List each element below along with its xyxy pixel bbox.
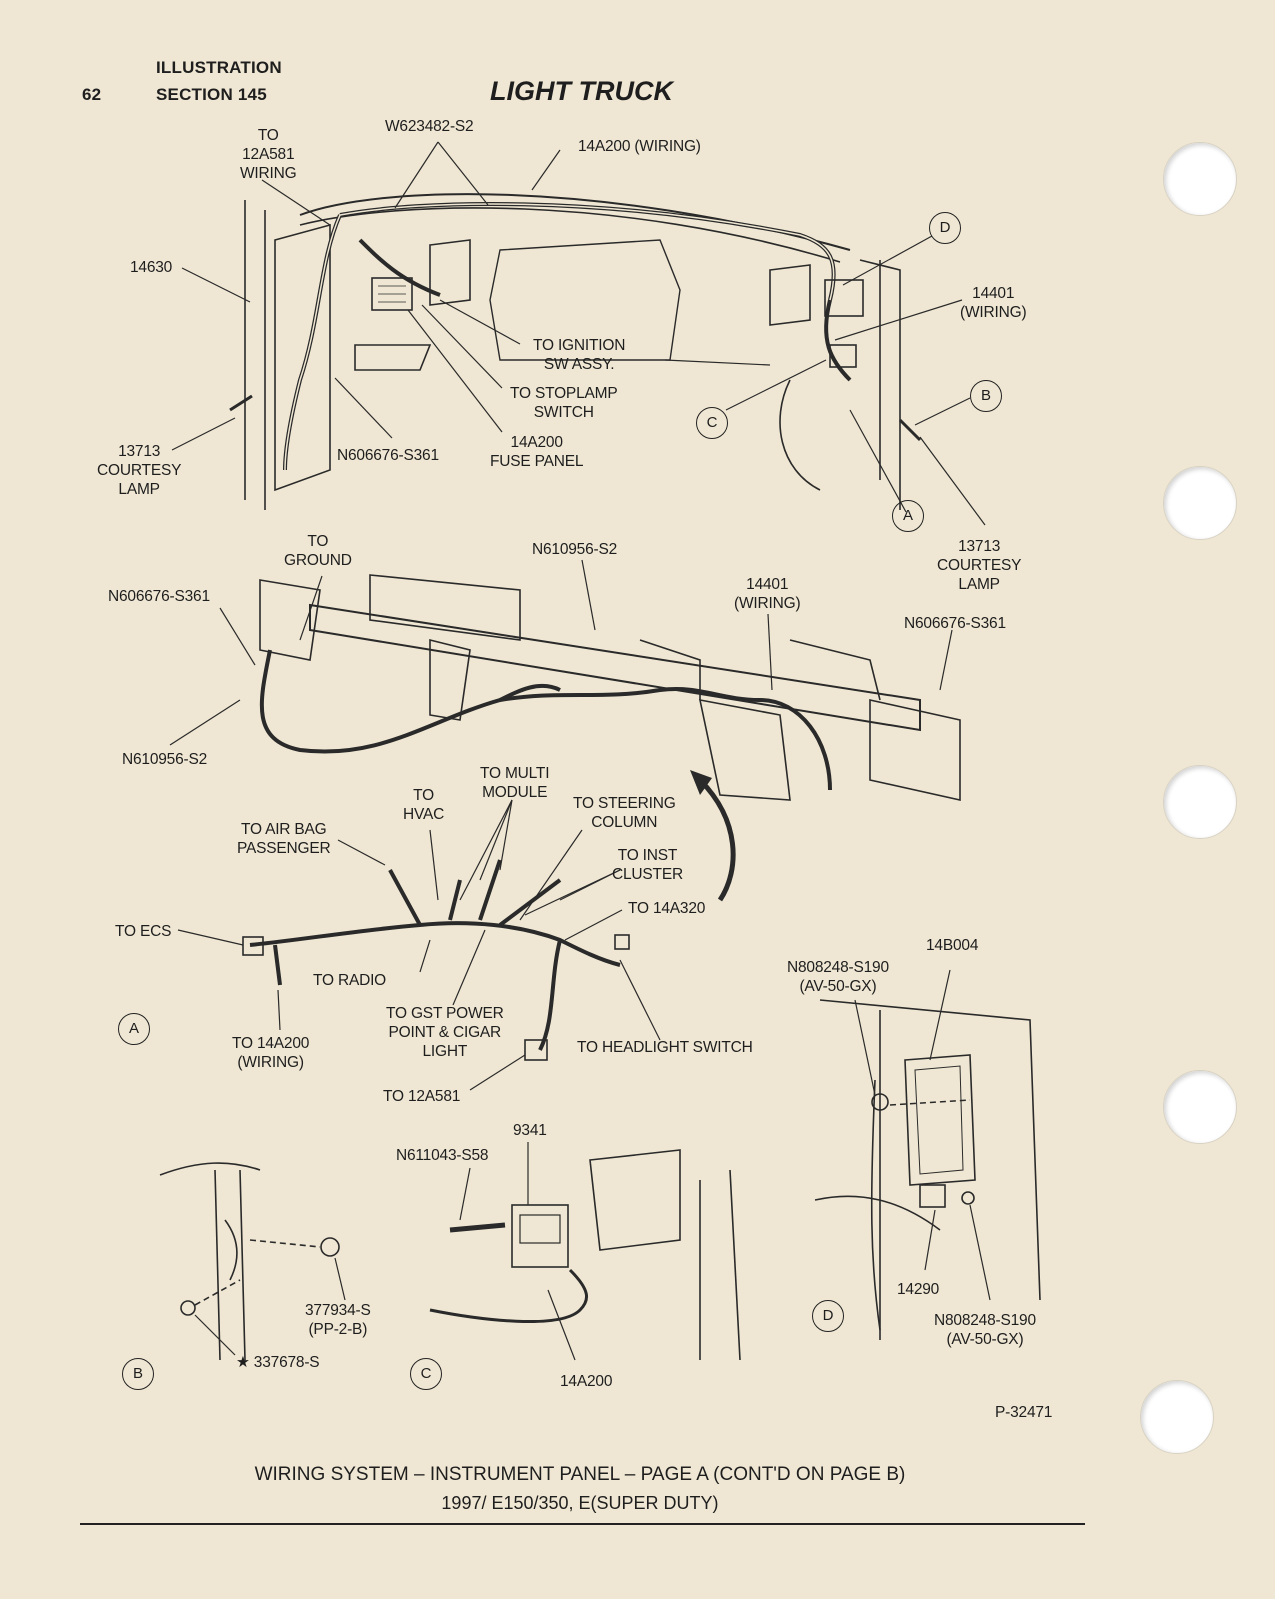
module-d-shape (824, 279, 864, 317)
label-fuse-panel: 14A200 FUSE PANEL (490, 434, 584, 470)
caption-line-2: 1997/ E150/350, E(SUPER DUTY) (441, 1493, 719, 1513)
label-n808248-s190-bottom: N808248-S190 (AV-50-GX) (934, 1312, 1036, 1348)
middle-harness (259, 649, 832, 791)
middle-beam (259, 574, 961, 801)
callout-b-top: B (970, 380, 1002, 412)
connector-14a320-shape (614, 934, 630, 950)
label-n606676-s361-left: N606676-S361 (108, 588, 210, 605)
label-to-ground: TO GROUND (284, 533, 352, 569)
label-14a200-bottom: 14A200 (560, 1373, 613, 1390)
label-to-ignition-sw: TO IGNITION SW ASSY. (533, 337, 626, 373)
label-n610956-s2-left: N610956-S2 (122, 751, 208, 768)
callout-b-detail: B (122, 1358, 154, 1390)
label-n610956-s2-top: N610956-S2 (532, 541, 618, 558)
binder-hole-5 (1140, 1380, 1214, 1454)
label-to-12a581: TO 12A581 (383, 1088, 461, 1105)
label-to-inst-cluster: TO INST CLUSTER (612, 847, 683, 883)
label-courtesy-lamp-right: 13713 COURTESY LAMP (937, 538, 1022, 593)
label-to-ecs: TO ECS (115, 923, 172, 940)
label-n606676-s361-right: N606676-S361 (904, 615, 1006, 632)
callout-d-detail: D (812, 1300, 844, 1332)
label-to-headlight-switch: TO HEADLIGHT SWITCH (577, 1039, 753, 1056)
label-to-14a200-wiring: TO 14A200 (WIRING) (232, 1035, 310, 1071)
section-label: SECTION 145 (156, 85, 267, 104)
detail-c-art (429, 1142, 741, 1361)
top-harness-inner (284, 203, 835, 471)
detail-d-art (814, 969, 1041, 1340)
label-14290: 14290 (897, 1281, 940, 1298)
label-n808248-s190-top: N808248-S190 (AV-50-GX) (787, 959, 889, 995)
callout-a-top: A (892, 500, 924, 532)
ecs-connector-shape (242, 936, 264, 956)
label-to-12a581-wiring: TO 12A581 WIRING (240, 127, 297, 182)
binder-hole-1 (1163, 142, 1237, 216)
label-to-radio: TO RADIO (313, 972, 387, 989)
label-337678-s: ★ 337678-S (236, 1354, 320, 1371)
binder-hole-3 (1163, 765, 1237, 839)
page-title: LIGHT TRUCK (490, 76, 673, 106)
label-14401-wiring-top: 14401 (WIRING) (960, 285, 1027, 321)
label-to-stoplamp: TO STOPLAMP SWITCH (510, 385, 618, 421)
label-courtesy-lamp-left: 13713 COURTESY LAMP (97, 443, 182, 498)
label-14b004: 14B004 (926, 937, 979, 954)
label-to-hvac: TO HVAC (403, 787, 445, 823)
label-377934-s: 377934-S (PP-2-B) (305, 1302, 371, 1338)
label-to-air-bag: TO AIR BAG PASSENGER (237, 821, 331, 857)
label-9341: 9341 (513, 1122, 547, 1139)
label-w623482-s2: W623482-S2 (385, 118, 474, 135)
callout-d-top: D (929, 212, 961, 244)
callout-c-top: C (696, 407, 728, 439)
page-number: 62 (82, 85, 102, 104)
connector-12a581-shape (524, 1039, 548, 1061)
top-leader-lines (171, 141, 986, 526)
callout-a-detail: A (118, 1013, 150, 1045)
flow-arrow (698, 778, 736, 902)
label-to-14a320: TO 14A320 (628, 900, 706, 917)
caption-line-1: WIRING SYSTEM – INSTRUMENT PANEL – PAGE … (254, 1464, 906, 1485)
figure-id: P-32471 (995, 1404, 1053, 1421)
label-to-gst-power: TO GST POWER POINT & CIGAR LIGHT (386, 1005, 504, 1060)
detail-a-leader-lines (177, 799, 661, 1091)
label-n611043-s58: N611043-S58 (396, 1147, 489, 1164)
illustration-label: ILLUSTRATION (156, 58, 282, 77)
label-n606676-s361-top: N606676-S361 (337, 447, 439, 464)
module-c-shape (829, 344, 857, 368)
middle-leader-lines (169, 559, 953, 746)
label-14630: 14630 (130, 259, 173, 276)
label-to-steering-column: TO STEERING COLUMN (573, 795, 676, 831)
binder-hole-2 (1163, 466, 1237, 540)
binder-hole-4 (1163, 1070, 1237, 1144)
callout-c-detail: C (410, 1358, 442, 1390)
bottom-rule (80, 1523, 1085, 1525)
fuse-panel-shape (371, 277, 413, 311)
detail-b-art (159, 1162, 346, 1361)
label-14401-wiring-mid: 14401 (WIRING) (734, 576, 801, 612)
label-to-multi-module: TO MULTI MODULE (480, 765, 550, 801)
label-14a200-wiring-top: 14A200 (WIRING) (578, 138, 701, 155)
